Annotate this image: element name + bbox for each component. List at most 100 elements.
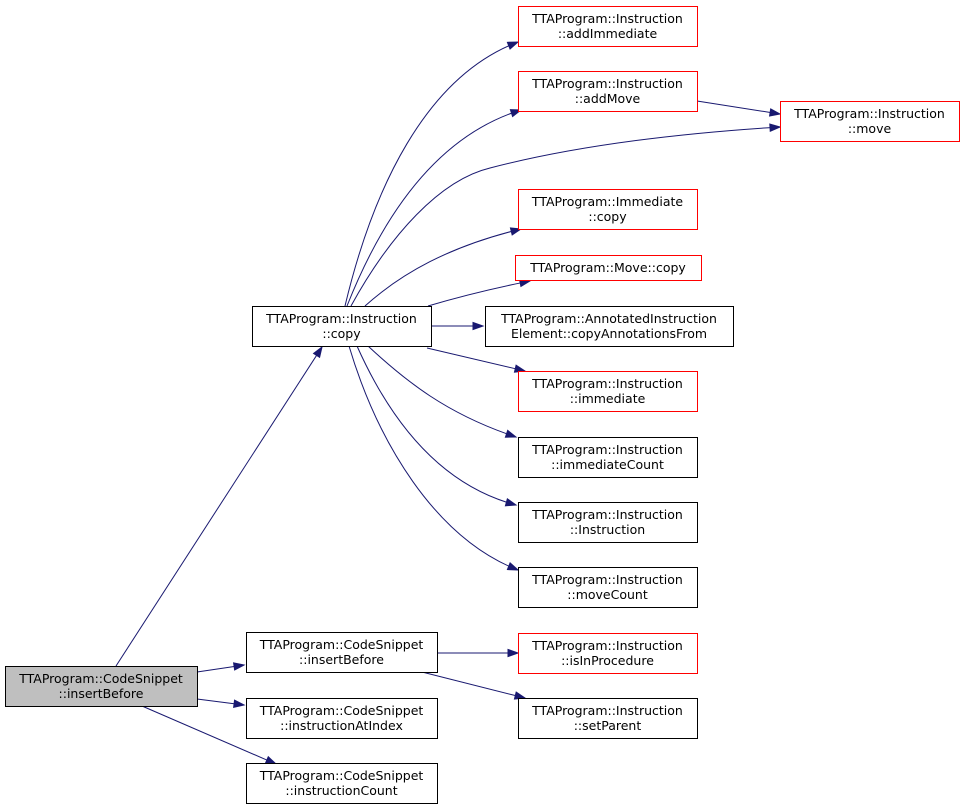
node-box[interactable] [246,632,438,673]
edge-root-to-cs_insertBefore [196,662,246,673]
node-box[interactable] [246,698,438,739]
node-box[interactable] [518,189,698,230]
node-box[interactable] [780,101,960,142]
node-box[interactable] [246,763,438,804]
edge-cs_insertBefore-to-instr_setParent [421,671,527,700]
edge-line-arrowhead [312,345,323,359]
edge-line [426,347,526,372]
edge-root-to-instr_copy [115,345,323,667]
node-label-line1: TTAProgram::Instruction [531,442,683,457]
edge-line-arrowhead [513,691,527,700]
node-label-line1: TTAProgram::AnnotatedInstruction [500,311,717,326]
node-box[interactable] [518,371,698,412]
edge-line-arrowhead [504,498,518,507]
edge-line-arrowhead [769,123,782,132]
nodes-layer: TTAProgram::CodeSnippet::insertBeforeTTA… [5,6,960,804]
node-cs-instructionCount[interactable]: TTAProgram::CodeSnippet::instructionCoun… [246,763,438,804]
node-label-line2: Element::copyAnnotationsFrom [511,326,707,341]
node-box[interactable] [515,255,702,281]
node-box[interactable] [518,698,698,739]
node-label-line1: TTAProgram::Instruction [265,311,417,326]
node-box[interactable] [5,666,198,707]
node-cs-instructionAtIndex[interactable]: TTAProgram::CodeSnippet::instructionAtIn… [246,698,438,739]
edge-line-arrowhead [506,41,520,50]
node-box[interactable] [252,306,432,347]
edge-root-to-cs_instructionAtIndex [196,698,246,708]
edge-line [348,345,519,571]
edge-line [356,345,517,506]
node-label-line2: ::isInProcedure [561,653,654,668]
node-label-line2: ::addMove [575,91,641,106]
node-instr-isInProcedure[interactable]: TTAProgram::Instruction::isInProcedure [518,633,698,674]
node-move-copy[interactable]: TTAProgram::Move::copy [515,255,702,281]
node-label-line1: TTAProgram::CodeSnippet [259,703,424,718]
node-label-line1: TTAProgram::Instruction [531,572,683,587]
edge-instr_copy-to-instr_addMove [346,109,523,307]
node-box[interactable] [518,502,698,543]
node-label-line1: TTAProgram::CodeSnippet [259,768,424,783]
node-box[interactable] [518,633,698,674]
edge-line-arrowhead [233,699,246,708]
node-box[interactable] [518,6,698,47]
edge-line [364,228,522,307]
node-label-line2: ::immediate [570,391,646,406]
edge-line-arrowhead [768,108,782,117]
node-label-line2: ::instructionCount [285,783,397,798]
node-label-line1: TTAProgram::Instruction [531,11,683,26]
node-instr-moveCount[interactable]: TTAProgram::Instruction::moveCount [518,567,698,608]
node-label-line1: TTAProgram::Instruction [793,106,945,121]
edge-instr_copy-to-instr_immediateCount [367,345,518,438]
node-instr-addMove[interactable]: TTAProgram::Instruction::addMove [518,71,698,112]
edge-instr_copy-to-annot_copy [431,321,485,331]
edge-line [367,345,517,438]
node-instr-copy[interactable]: TTAProgram::Instruction::copy [252,306,432,347]
edge-instr_addMove-to-instr_move [696,100,782,117]
node-instr-immediateCount[interactable]: TTAProgram::Instruction::immediateCount [518,437,698,478]
edge-line-arrowhead [232,662,246,671]
node-cs-insertBefore[interactable]: TTAProgram::CodeSnippet::insertBefore [246,632,438,673]
node-instr-addImmediate[interactable]: TTAProgram::Instruction::addImmediate [518,6,698,47]
node-imm-copy[interactable]: TTAProgram::Immediate::copy [518,189,698,230]
node-label-line1: TTAProgram::CodeSnippet [18,671,183,686]
node-label-line1: TTAProgram::Instruction [531,638,683,653]
node-instr-setParent[interactable]: TTAProgram::Instruction::setParent [518,698,698,739]
node-box[interactable] [518,437,698,478]
edge-cs_insertBefore-to-instr_isInProcedure [437,648,520,658]
node-label-line1: TTAProgram::Instruction [531,376,683,391]
edge-line-arrowhead [507,648,520,658]
node-label-line1: TTAProgram::Move::copy [529,260,686,275]
edge-line [344,41,519,307]
edge-line-arrowhead [472,321,485,331]
node-label-line2: ::insertBefore [59,686,144,701]
node-instr-immediate[interactable]: TTAProgram::Instruction::immediate [518,371,698,412]
edge-line [115,346,323,667]
edge-instr_copy-to-instr_ctor [356,345,518,507]
node-label-line2: ::insertBefore [299,652,384,667]
edge-instr_copy-to-instr_moveCount [348,345,520,571]
node-box[interactable] [518,567,698,608]
edge-line [427,280,531,307]
edge-line [350,126,781,307]
edge-line-arrowhead [264,755,278,765]
edge-line-arrowhead [504,429,518,438]
node-label-line2: ::immediateCount [551,457,664,472]
node-box[interactable] [518,71,698,112]
node-label-line2: ::move [848,121,892,136]
node-label-line2: ::copy [588,209,627,224]
node-label-line1: TTAProgram::CodeSnippet [259,637,424,652]
edge-instr_copy-to-instr_move [350,123,782,307]
node-instr-move[interactable]: TTAProgram::Instruction::move [780,101,960,142]
node-annot-copy[interactable]: TTAProgram::AnnotatedInstructionElement:… [485,306,734,347]
node-label-line2: ::addImmediate [558,26,658,41]
edge-instr_copy-to-move_copy [427,278,532,307]
node-root[interactable]: TTAProgram::CodeSnippet::insertBefore [5,666,198,707]
edge-line [196,664,245,673]
node-box[interactable] [485,306,734,347]
node-label-line2: ::moveCount [567,587,648,602]
edge-line [141,705,277,765]
node-instr-ctor[interactable]: TTAProgram::Instruction::Instruction [518,502,698,543]
edge-line-arrowhead [506,562,520,571]
edge-line [421,671,526,699]
node-label-line1: TTAProgram::Instruction [531,703,683,718]
